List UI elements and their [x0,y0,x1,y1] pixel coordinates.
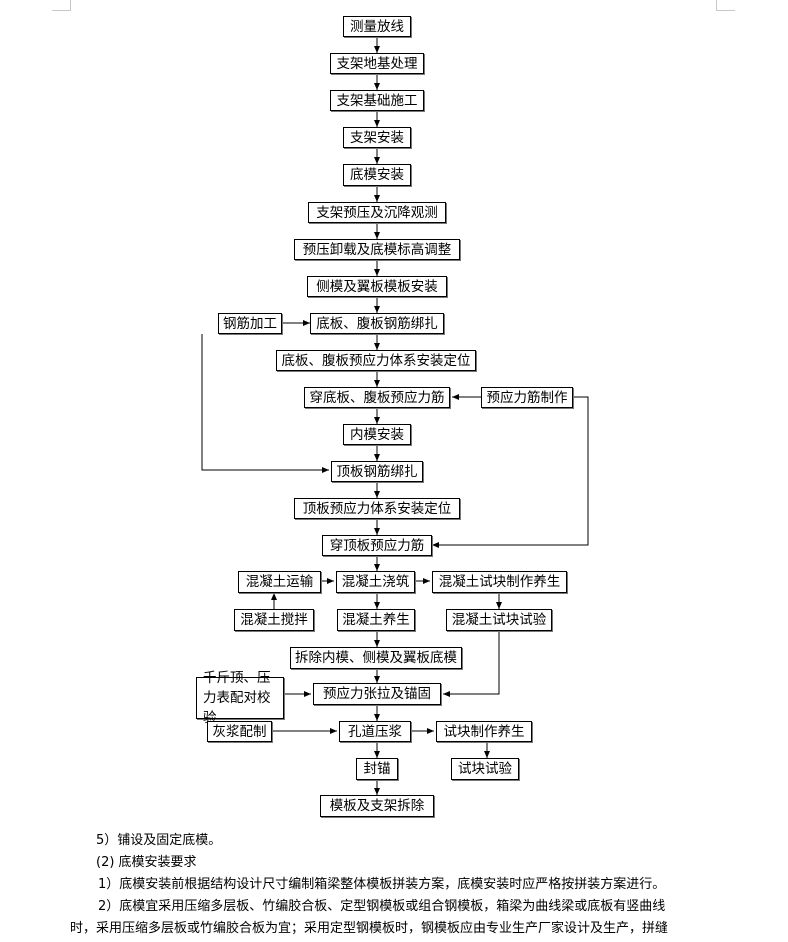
step-top-prestress-pos: 顶板预应力体系安装定位 [294,498,460,519]
step-tension-anchor: 预应力张拉及锚固 [313,683,441,705]
step-inner-mold: 内模安装 [343,424,411,445]
step-foundation-build: 支架基础施工 [330,90,424,111]
step-jack-calib: 千斤顶、压力表配对校验 [196,670,284,726]
step-unload: 预压卸载及底模标高调整 [294,239,460,260]
step-specimen-test: 混凝土试块试验 [446,609,552,631]
step-support-install: 支架安装 [343,127,411,148]
step-foundation-treat: 支架地基处理 [330,53,424,74]
text-line-1: 5）铺设及固定底模。 [96,833,222,848]
page-corner-mark-left [52,0,71,11]
step-concrete-cure: 混凝土养生 [337,609,415,631]
step-side-mold: 侧模及翼板模板安装 [307,276,447,297]
step-concrete-pour: 混凝土浇筑 [336,571,415,593]
step-formwork-remove: 模板及支架拆除 [320,795,434,817]
step-seal-anchor: 封锚 [356,758,398,780]
step-top-rebar: 顶板钢筋绑扎 [331,461,423,482]
text-line-3: 1）底模安装前根据结构设计尺寸编制箱梁整体模板拼装方案，底模安装时应严格按拼装方… [98,877,666,892]
text-line-2: (2) 底模安装要求 [96,855,197,870]
flowchart-connectors [201,37,589,795]
step-thread-bottom-web: 穿底板、腹板预应力筋 [304,387,450,408]
step-bottom-mold: 底模安装 [343,164,411,186]
step-duct-grout: 孔道压浆 [339,721,411,742]
step-tendon-make: 预应力筋制作 [481,387,573,408]
document-body-text: 5）铺设及固定底模。 (2) 底模安装要求 1）底模安装前根据结构设计尺寸编制箱… [70,830,716,940]
step-thread-top: 穿顶板预应力筋 [322,535,432,556]
step-block-make: 试块制作养生 [436,721,532,742]
step-concrete-mix: 混凝土搅拌 [234,609,314,631]
step-grout-mix: 灰浆配制 [207,721,272,742]
step-bottom-web-prestress-pos: 底板、腹板预应力体系安装定位 [276,350,476,371]
text-line-4: 2）底模宜采用压缩多层板、竹编胶合板、定型钢模板或组合钢模板，箱梁为曲线梁或底板… [98,899,666,914]
step-specimen-make: 混凝土试块制作养生 [432,571,567,593]
step-rebar-process: 钢筋加工 [218,313,282,334]
arrow-test-tension [443,631,500,697]
step-concrete-transport: 混凝土运输 [238,571,321,593]
arrow-rebarprocess-toprebar [201,334,329,473]
step-bottom-web-rebar: 底板、腹板钢筋绑扎 [310,313,444,334]
text-line-5: 时，采用压缩多层板或竹编胶合板为宜；采用定型钢模板时，钢模板应由专业生产厂家设计… [70,921,669,936]
arrow-tendon-threadtop [432,396,589,548]
page-corner-mark-right [716,0,735,11]
step-preload: 支架预压及沉降观测 [308,202,446,223]
step-block-test: 试块试验 [451,758,519,780]
step-measure: 测量放线 [343,16,411,37]
step-remove-molds: 拆除内模、侧模及翼板底模 [290,647,462,669]
